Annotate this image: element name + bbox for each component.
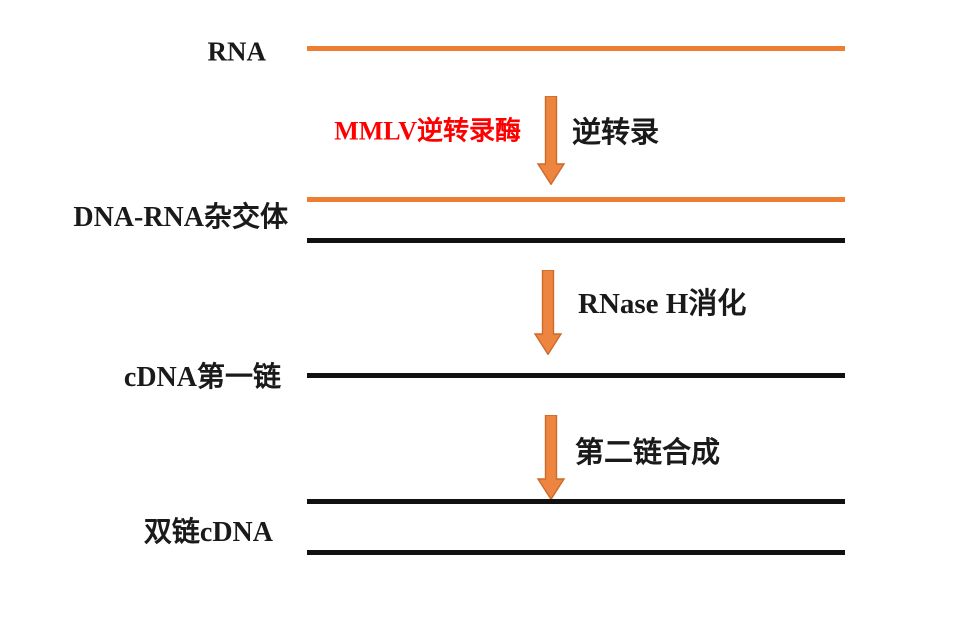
reverse-transcription-step-label: 逆转录 [572, 117, 660, 149]
rnase-h-digestion-step-label: RNase H消化 [578, 288, 747, 320]
first-strand-label: cDNA第一链 [123, 362, 281, 393]
rnase-h-digestion-arrow-icon [533, 270, 563, 355]
second-strand-synthesis-step-label: 第二链合成 [575, 437, 721, 469]
mmlv-enzyme-label: MMLV逆转录酶 [334, 116, 521, 146]
hybrid-dna-strand-line [307, 238, 845, 243]
hybrid-rna-strand-line [307, 197, 845, 202]
first-strand-line [307, 373, 845, 378]
double-strand-label: 双链cDNA [143, 517, 273, 548]
ds-cdna-top-strand-line [307, 499, 845, 504]
rna-label: RNA [207, 36, 267, 67]
rna-strand-line [307, 46, 845, 51]
ds-cdna-bottom-strand-line [307, 550, 845, 555]
hybrid-label: DNA-RNA杂交体 [73, 202, 288, 233]
reverse-transcription-arrow-icon [536, 96, 566, 185]
second-strand-synthesis-arrow-icon [536, 415, 566, 500]
